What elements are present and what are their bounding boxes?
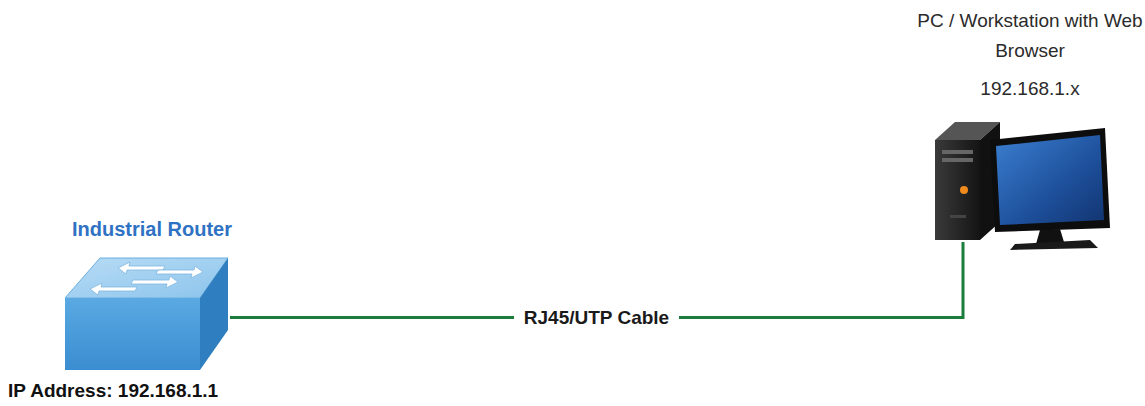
pc-label: PC / Workstation with Web Browser	[915, 6, 1145, 66]
pc-node: PC / Workstation with Web Browser192.168…	[932, 120, 1112, 242]
router-node: Industrial RouterIP Address: 192.168.1.1	[62, 255, 230, 380]
ip-address: IP Address: 192.168.1.1	[8, 380, 218, 402]
pc-label-group: PC / Workstation with Web Browser 192.168…	[915, 6, 1145, 104]
router-title: Industrial Router	[72, 218, 232, 241]
router-icon	[65, 258, 228, 370]
pc-icon	[935, 122, 1110, 250]
edge-label: RJ45/UTP Cable	[514, 307, 679, 329]
pc-label: 192.168.1.x	[915, 74, 1145, 104]
